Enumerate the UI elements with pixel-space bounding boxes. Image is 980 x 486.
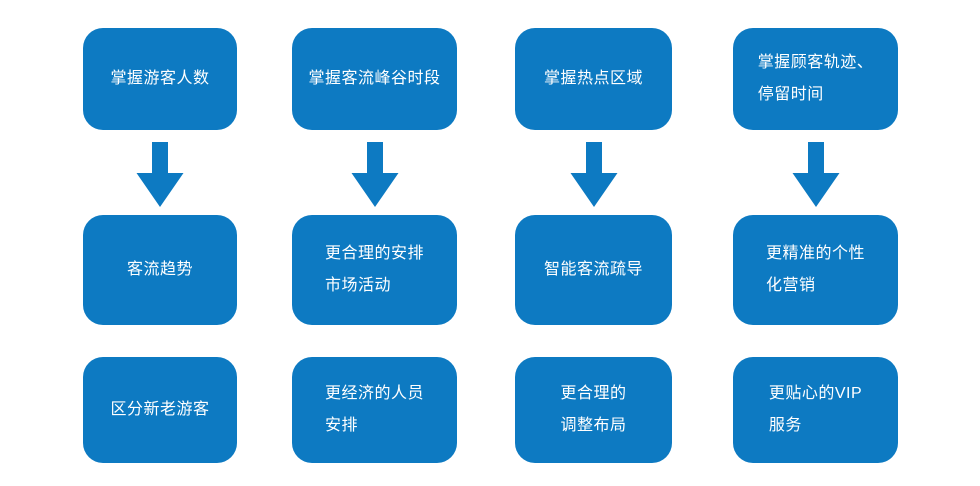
- down-arrow-icon: [792, 142, 839, 207]
- flow-column-3: 掌握热点区域 智能客流疏导 更合理的 调整布局: [515, 0, 672, 486]
- box-passenger-flow-trend: 客流趋势: [83, 215, 237, 325]
- box-marketing-activity-arrangement: 更合理的安排 市场活动: [292, 215, 457, 325]
- down-arrow-icon: [570, 142, 617, 207]
- down-arrow-icon: [136, 142, 184, 207]
- flow-column-4: 掌握顾客轨迹、 停留时间 更精准的个性 化营销 更贴心的VIP 服务: [733, 0, 898, 486]
- box-layout-adjustment: 更合理的 调整布局: [515, 357, 672, 463]
- box-distinguish-new-old-visitors: 区分新老游客: [83, 357, 237, 463]
- box-personalized-marketing: 更精准的个性 化营销: [733, 215, 898, 325]
- flow-column-2: 掌握客流峰谷时段 更合理的安排 市场活动 更经济的人员 安排: [292, 0, 457, 486]
- box-capture-visitor-count: 掌握游客人数: [83, 28, 237, 130]
- box-smart-flow-guidance: 智能客流疏导: [515, 215, 672, 325]
- flow-column-1: 掌握游客人数 客流趋势 区分新老游客: [83, 0, 237, 486]
- box-economical-staffing: 更经济的人员 安排: [292, 357, 457, 463]
- down-arrow-icon: [351, 142, 398, 207]
- box-capture-peak-valley-periods: 掌握客流峰谷时段: [292, 28, 457, 130]
- box-capture-hotspot-areas: 掌握热点区域: [515, 28, 672, 130]
- box-capture-customer-trajectory: 掌握顾客轨迹、 停留时间: [733, 28, 898, 130]
- box-vip-service: 更贴心的VIP 服务: [733, 357, 898, 463]
